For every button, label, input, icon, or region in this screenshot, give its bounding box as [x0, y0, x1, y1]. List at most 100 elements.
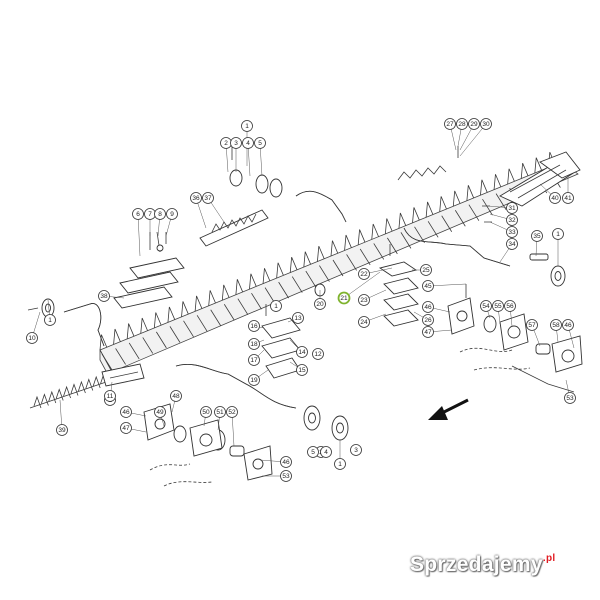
- callout-number: 39: [58, 427, 66, 434]
- grate-tooth: [534, 157, 542, 174]
- callout-22: 22: [358, 268, 370, 280]
- callout-13: 13: [292, 312, 304, 324]
- callout-circle: [549, 192, 561, 204]
- grate-slat: [332, 259, 344, 277]
- callout-46: 46: [562, 319, 574, 331]
- grate-tooth: [412, 207, 420, 223]
- callout-circle: [550, 319, 562, 331]
- callout-number: 1: [245, 123, 249, 130]
- callout-circle: [480, 300, 492, 312]
- grate-tooth: [384, 218, 393, 234]
- callout-17: 17: [248, 354, 260, 366]
- callout-leader-6: [137, 213, 141, 257]
- frame-lines: [149, 347, 575, 487]
- callout-number: 6: [136, 211, 140, 218]
- callout-circle: [350, 444, 362, 456]
- callout-1: 1: [241, 120, 253, 132]
- callout-number: 23: [360, 297, 368, 304]
- grate-tooth: [317, 245, 325, 262]
- grate-slat: [319, 265, 330, 282]
- grate-tooth: [167, 306, 176, 323]
- conveyor-grate: [99, 151, 579, 383]
- callout-number: 1: [338, 461, 342, 468]
- callout-leader-21: [343, 271, 381, 299]
- grate-slat: [291, 276, 303, 293]
- callout-circle: [292, 312, 304, 324]
- callout-number: 36: [192, 195, 200, 202]
- callout-number: 11: [107, 393, 114, 400]
- callout-number: 48: [172, 393, 180, 400]
- callout-36: 36: [190, 192, 202, 204]
- callout-number: 18: [250, 341, 258, 348]
- callout-6: 6: [132, 208, 144, 220]
- grate-slat: [305, 270, 317, 288]
- grate-slat: [387, 237, 398, 255]
- callout-number: 37: [204, 195, 212, 202]
- callout-circle: [314, 298, 326, 310]
- grate-slat: [169, 326, 181, 343]
- callout-circle: [562, 192, 574, 204]
- callout-circle: [531, 230, 543, 242]
- callout-number: 17: [250, 357, 258, 364]
- callout-circle: [358, 316, 370, 328]
- callout-circle: [337, 291, 351, 305]
- callout-number: 9: [170, 211, 174, 218]
- toothed-bar: [199, 209, 269, 247]
- callout-1: 1: [270, 300, 282, 312]
- callout-number: 58: [552, 322, 560, 329]
- callout-circle: [358, 294, 370, 306]
- grate-tooth: [153, 312, 162, 328]
- callout-number: 22: [360, 271, 368, 278]
- callout-circle: [200, 406, 212, 418]
- callout-labels: 1111112233445567891011121314151617181920…: [26, 118, 576, 482]
- callout-number: 28: [458, 121, 466, 128]
- grate-tooth: [99, 334, 108, 351]
- callout-number: 34: [508, 241, 516, 248]
- grate-slat: [495, 193, 507, 210]
- callout-circle: [506, 202, 518, 214]
- callout-49: 49: [154, 406, 166, 418]
- callout-number: 12: [314, 351, 322, 358]
- grate-tooth: [466, 185, 475, 201]
- callout-number: 46: [282, 459, 290, 466]
- callout-circle: [552, 228, 564, 240]
- grate-slat: [183, 320, 194, 338]
- callout-circle: [422, 326, 434, 338]
- callout-55: 55: [492, 300, 504, 312]
- callout-number: 35: [533, 233, 541, 240]
- callout-number: 46: [424, 304, 432, 311]
- clamp-blocks: [101, 317, 301, 387]
- callout-circle: [562, 319, 574, 331]
- callout-33: 33: [506, 226, 518, 238]
- grate-slat: [223, 304, 235, 321]
- callout-number: 55: [494, 303, 502, 310]
- callout-number: 1: [274, 303, 278, 310]
- grate-tooth: [493, 174, 502, 190]
- callout-5: 5: [307, 446, 319, 458]
- callout-52: 52: [226, 406, 238, 418]
- callout-54: 54: [480, 300, 492, 312]
- callout-4: 4: [242, 137, 254, 149]
- callout-46: 46: [120, 406, 132, 418]
- lower-shaft: [175, 364, 297, 409]
- callout-45: 45: [422, 280, 434, 292]
- callout-circle: [334, 458, 346, 470]
- upper-clamp-blocks: [378, 261, 419, 327]
- grate-slat: [251, 292, 262, 310]
- grate-slat: [427, 221, 439, 238]
- callout-48: 48: [170, 390, 182, 402]
- grate-tooth: [330, 240, 339, 257]
- callout-circle: [120, 422, 132, 434]
- callout-number: 10: [28, 335, 36, 342]
- callout-number: 46: [122, 409, 130, 416]
- grate-slat: [196, 315, 208, 332]
- grate-tooth: [235, 279, 244, 295]
- callout-number: 21: [340, 295, 348, 302]
- grate-tooth: [126, 323, 135, 339]
- callout-circle: [154, 208, 166, 220]
- callout-number: 16: [250, 323, 258, 330]
- callout-number: 45: [424, 283, 432, 290]
- callout-5: 5: [254, 137, 266, 149]
- callout-number: 2: [224, 140, 228, 147]
